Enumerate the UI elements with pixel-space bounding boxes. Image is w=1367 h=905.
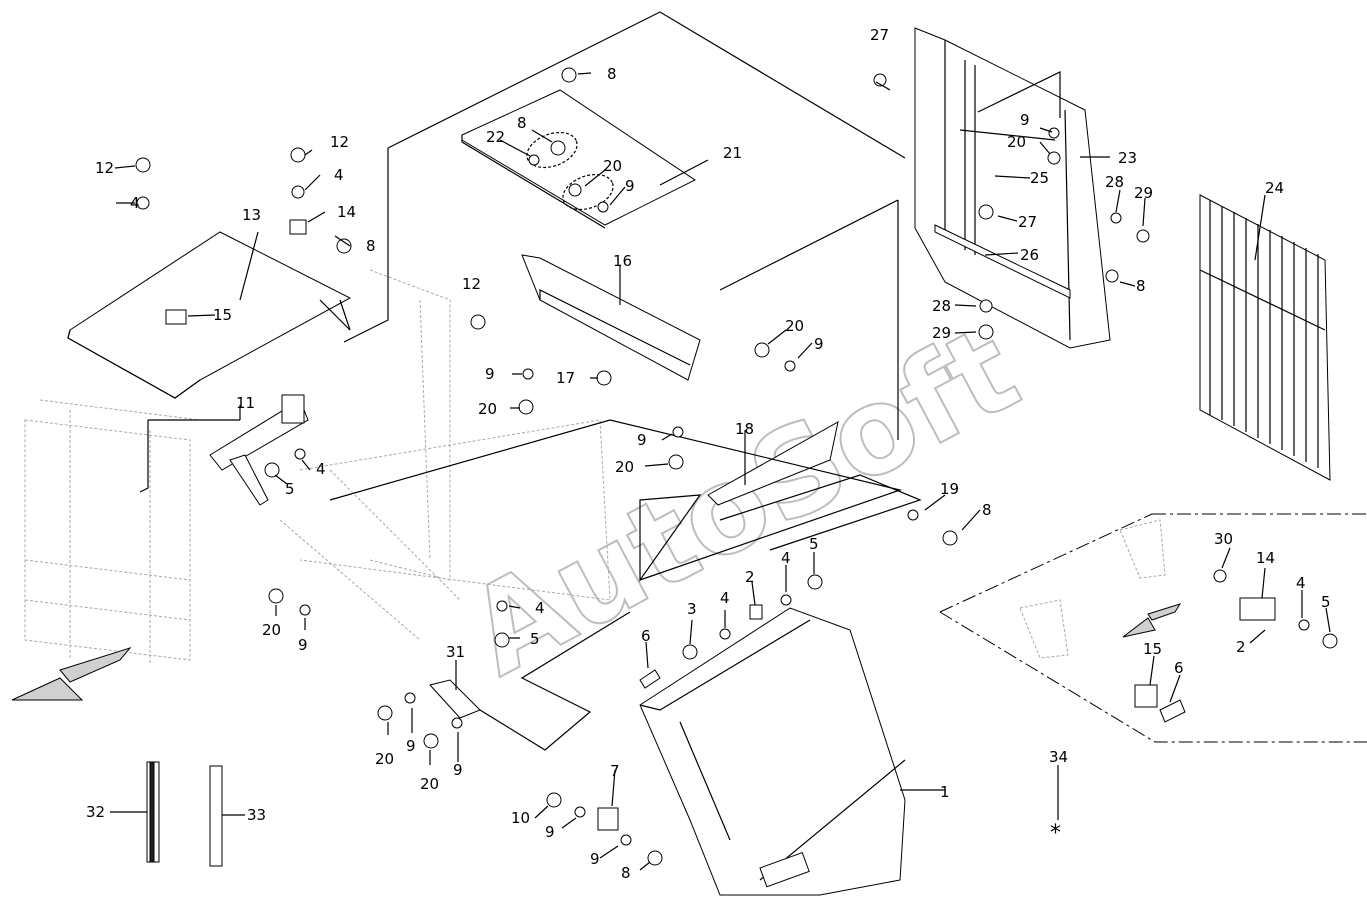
callout-9: 9: [625, 177, 635, 195]
callout-28: 28: [932, 297, 951, 315]
callout-14: 14: [1256, 549, 1275, 567]
callout-13: 13: [242, 206, 261, 224]
callout-10: 10: [511, 809, 530, 827]
callout-6: 6: [641, 627, 651, 645]
callout-20: 20: [420, 775, 439, 793]
callout-34: 34: [1049, 748, 1068, 766]
callout-9: 9: [590, 850, 600, 868]
callout-8: 8: [1136, 277, 1146, 295]
callout-3: 3: [687, 600, 697, 618]
part-18-plate: [639, 421, 839, 582]
callout-4: 4: [535, 599, 545, 617]
callout-20: 20: [603, 157, 622, 175]
callout-32: 32: [86, 803, 105, 821]
callout-25: 25: [1030, 169, 1049, 187]
callout-4: 4: [130, 194, 140, 212]
callout-23: 23: [1118, 149, 1137, 167]
callout-4: 4: [781, 549, 791, 567]
callout-19: 19: [940, 480, 959, 498]
callout-11: 11: [236, 394, 255, 412]
part-11-bracket: [139, 394, 309, 506]
callout-9: 9: [298, 636, 308, 654]
callout-31: 31: [446, 643, 465, 661]
callout-14: 14: [337, 203, 356, 221]
callout-9: 9: [1020, 111, 1030, 129]
callout-8: 8: [607, 65, 617, 83]
callout-8: 8: [982, 501, 992, 519]
callout-4: 4: [1296, 574, 1306, 592]
callout-1: 1: [940, 783, 950, 801]
part-21-top-plate: [461, 89, 696, 229]
callout-22: 22: [486, 128, 505, 146]
callout-21: 21: [723, 144, 742, 162]
callout-15: 15: [213, 306, 232, 324]
part-32-seal-strip: [146, 761, 160, 863]
asterisk-mark: *: [1050, 821, 1061, 846]
callout-27: 27: [1018, 213, 1037, 231]
part-33-seal-strip: [209, 765, 223, 867]
callout-26: 26: [1020, 246, 1039, 264]
callout-29: 29: [1134, 184, 1153, 202]
part-31-bracket: [429, 679, 481, 719]
callout-20: 20: [262, 621, 281, 639]
inset-frame: [939, 513, 1367, 743]
callout-9: 9: [453, 761, 463, 779]
callout-20: 20: [375, 750, 394, 768]
callout-9: 9: [545, 823, 555, 841]
callout-12: 12: [95, 159, 114, 177]
callout-24: 24: [1265, 179, 1284, 197]
callout-18: 18: [735, 420, 754, 438]
direction-arrow-icon: [1122, 603, 1182, 638]
callout-8: 8: [517, 114, 527, 132]
callout-16: 16: [613, 252, 632, 270]
part-16-channel: [521, 254, 701, 381]
callout-9: 9: [637, 431, 647, 449]
callout-28: 28: [1105, 173, 1124, 191]
callout-33: 33: [247, 806, 266, 824]
inset-bracket-ghosts: [1019, 519, 1166, 659]
callout-20: 20: [478, 400, 497, 418]
callout-5: 5: [809, 535, 819, 553]
callout-15: 15: [1143, 640, 1162, 658]
callout-9: 9: [814, 335, 824, 353]
part-1-door: [639, 607, 906, 896]
floor-panel: [329, 419, 903, 581]
direction-arrow-icon: [11, 647, 132, 701]
part-24-grille: [1199, 194, 1331, 481]
callout-2: 2: [1236, 638, 1246, 656]
callout-30: 30: [1214, 530, 1233, 548]
callout-4: 4: [334, 166, 344, 184]
callout-9: 9: [485, 365, 495, 383]
callout-5: 5: [530, 630, 540, 648]
leader-line: [387, 11, 906, 159]
part-23-side-panel: [914, 27, 1111, 349]
callout-8: 8: [621, 864, 631, 882]
callout-5: 5: [1321, 593, 1331, 611]
callout-20: 20: [1007, 133, 1026, 151]
callout-12: 12: [330, 133, 349, 151]
callout-29: 29: [932, 324, 951, 342]
callout-17: 17: [556, 369, 575, 387]
callout-9: 9: [406, 737, 416, 755]
callout-20: 20: [785, 317, 804, 335]
leader-lines: [110, 72, 1331, 871]
callout-27: 27: [870, 26, 889, 44]
callout-8: 8: [366, 237, 376, 255]
callout-4: 4: [720, 589, 730, 607]
fasteners: [135, 67, 1338, 866]
callout-2: 2: [745, 568, 755, 586]
callout-4: 4: [316, 460, 326, 478]
callout-7: 7: [610, 762, 620, 780]
callout-20: 20: [615, 458, 634, 476]
callout-5: 5: [285, 480, 295, 498]
callout-6: 6: [1174, 659, 1184, 677]
callout-12: 12: [462, 275, 481, 293]
callout-labels: 1 2 2 3 4 4 4 4 4 4 4 5 5 5 5 6 6 7 8 8 …: [86, 26, 1331, 882]
chassis-frame-ghost: [24, 269, 611, 665]
